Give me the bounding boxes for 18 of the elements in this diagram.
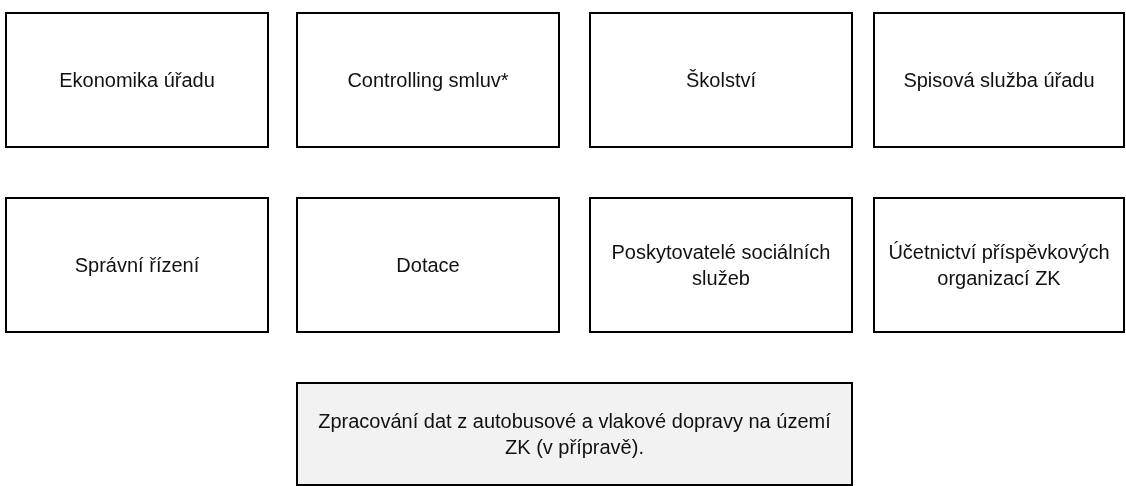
process-box [873,197,1125,333]
box-label: Dotace [396,253,460,278]
box-label: Controlling smluv* [347,68,509,93]
box-label: Spisová služba úřadu [903,68,1095,93]
box-label: Školství [686,68,756,93]
process-box [5,197,269,333]
process-box [296,197,560,333]
process-box [589,197,853,333]
process-box [589,12,853,148]
process-box [5,12,269,148]
box-label: Poskytovatelé sociálních služeb [610,240,832,291]
process-box [296,382,853,486]
process-box [296,12,560,148]
box-label: Účetnictví příspěvkových organizací ZK [887,240,1111,291]
box-label: Ekonomika úřadu [59,68,215,93]
box-label: Zpracování dat z autobusové a vlakové dopravy na území ZK (v přípravě). [317,409,832,460]
process-box [873,12,1125,148]
box-label: Správní řízení [74,253,200,278]
